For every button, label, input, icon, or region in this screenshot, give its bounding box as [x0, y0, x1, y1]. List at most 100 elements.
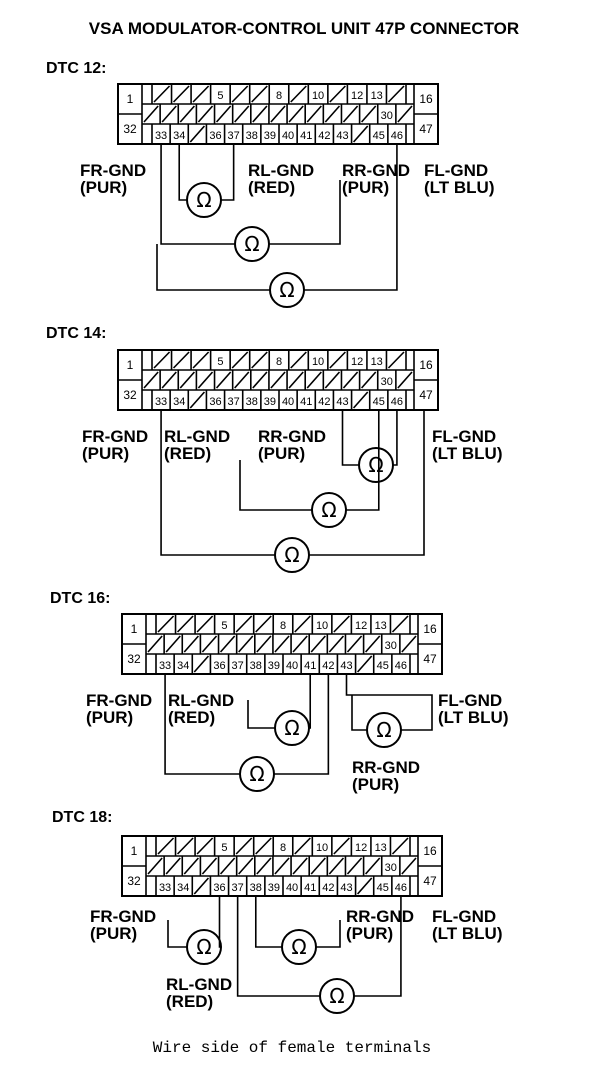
unused-cavity	[172, 351, 190, 369]
unused-cavity	[292, 635, 308, 653]
unused-cavity	[294, 837, 311, 855]
ohm-meter: Ω	[269, 272, 305, 308]
pin-label: 32	[123, 388, 137, 402]
wire-line	[309, 410, 425, 556]
unused-cavity	[193, 655, 210, 673]
pin-label: 41	[300, 130, 312, 142]
pin-label: 8	[280, 620, 286, 632]
unused-cavity	[288, 105, 304, 123]
pin-label: 13	[375, 620, 387, 632]
pin-label: 41	[304, 660, 316, 672]
pin-label: 30	[381, 110, 393, 122]
unused-cavity	[342, 105, 359, 123]
unused-cavity	[251, 85, 268, 103]
unused-cavity	[196, 837, 214, 855]
wire-line	[345, 674, 433, 731]
pin-label: 8	[276, 356, 282, 368]
ohm-circle	[274, 537, 310, 573]
wire-line	[274, 674, 330, 775]
rl-gnd-color: (RED)	[248, 178, 295, 197]
unused-cavity	[153, 351, 171, 369]
unused-cavity	[324, 371, 341, 389]
unused-cavity	[192, 85, 210, 103]
pin-label: 47	[419, 388, 433, 402]
unused-cavity	[288, 371, 304, 389]
fr-gnd-name: FR-GND	[80, 161, 146, 180]
unused-cavity	[172, 85, 190, 103]
ohm-meter: Ω	[358, 447, 394, 483]
unused-cavity	[294, 615, 311, 633]
wire-line	[178, 144, 188, 201]
ohm-circle	[186, 929, 222, 965]
unused-cavity	[231, 85, 249, 103]
unused-cavity	[324, 105, 341, 123]
unused-cavity	[306, 105, 322, 123]
pin-label: 12	[351, 356, 363, 368]
unused-cavity	[401, 635, 417, 653]
ohm-circle	[358, 447, 394, 483]
pin-label: 34	[177, 660, 189, 672]
rr-gnd-name: RR-GND	[258, 427, 326, 446]
rl-gnd-name: RL-GND	[166, 975, 232, 994]
ohm-circle	[234, 226, 270, 262]
wire-line	[393, 410, 398, 466]
pin-label: 34	[173, 396, 185, 408]
wire-line	[269, 180, 341, 245]
pin-label: 32	[127, 652, 141, 666]
fl-gnd-name: FL-GND	[424, 161, 488, 180]
rl-gnd-name: RL-GND	[248, 161, 314, 180]
ohm-symbol: Ω	[321, 498, 336, 522]
unused-cavity	[274, 857, 290, 875]
unused-cavity	[256, 635, 272, 653]
rr-gnd-color: (PUR)	[346, 924, 393, 943]
unused-cavity	[310, 635, 326, 653]
pin-label: 12	[351, 90, 363, 102]
unused-cavity	[361, 371, 377, 389]
pin-label: 37	[228, 130, 240, 142]
rl-gnd-color: (RED)	[168, 708, 215, 727]
pin-label: 46	[395, 660, 407, 672]
wire-line	[156, 244, 270, 291]
pin-label: 13	[375, 842, 387, 854]
unused-cavity	[234, 105, 250, 123]
rl-gnd-name: RL-GND	[168, 691, 234, 710]
dtc-label: DTC 16:	[50, 590, 110, 607]
fr-gnd-color: (PUR)	[86, 708, 133, 727]
pin-label: 36	[213, 882, 225, 894]
fl-gnd-color: (LT BLU)	[424, 178, 495, 197]
fl-gnd-color: (LT BLU)	[438, 708, 509, 727]
fl-gnd-color: (LT BLU)	[432, 444, 503, 463]
pin-label: 46	[395, 882, 407, 894]
ohm-meter: Ω	[186, 929, 222, 965]
unused-cavity	[183, 857, 199, 875]
unused-cavity	[238, 635, 254, 653]
pin-label: 39	[268, 882, 280, 894]
pin-label: 1	[131, 844, 138, 858]
pin-label: 46	[391, 130, 403, 142]
rl-gnd-color: (RED)	[166, 992, 213, 1011]
unused-cavity	[365, 857, 381, 875]
pin-label: 30	[385, 862, 397, 874]
ohm-circle	[311, 492, 347, 528]
unused-cavity	[215, 371, 232, 389]
pin-label: 13	[371, 356, 383, 368]
wire-line	[316, 920, 341, 948]
unused-cavity	[196, 615, 214, 633]
ohm-circle	[269, 272, 305, 308]
unused-cavity	[231, 351, 249, 369]
rl-gnd-name: RL-GND	[164, 427, 230, 446]
unused-cavity	[235, 837, 253, 855]
wire-line	[254, 896, 282, 948]
ohm-circle	[319, 978, 355, 1014]
ohm-meter: Ω	[239, 756, 275, 792]
pin-label: 33	[155, 130, 167, 142]
pin-label: 16	[419, 358, 433, 372]
unused-cavity	[255, 837, 272, 855]
pin-label: 1	[127, 358, 134, 372]
pin-label: 1	[131, 622, 138, 636]
